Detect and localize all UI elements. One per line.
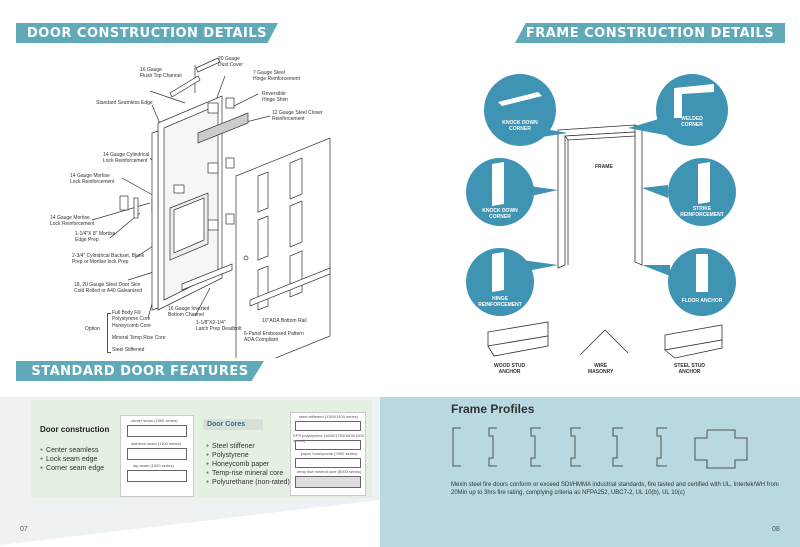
callout-polystyrene-core: Full Body Fill Polystyrene Core	[112, 310, 151, 322]
callout-option: Option	[85, 326, 100, 332]
callout-six-panel: 6-Panel Embossed Pattern ADA Compliant	[244, 331, 304, 343]
circle-knock-down-corner-2: KNOCK DOWN CORNER	[466, 158, 534, 226]
door-cores-heading-tab: Door Cores	[203, 419, 263, 430]
core-diagram	[295, 421, 361, 431]
seam-label: center seam (1500 series)	[131, 418, 178, 423]
callout-backset: 2-3/4" Cylindrical Backset, Blank Prep o…	[72, 253, 145, 265]
callout-flush-top-channel: 16 Gauge Flush Top Channel	[140, 67, 182, 79]
core-diagram	[295, 476, 361, 488]
door-cores-list: Steel stiffener Polystyrene Honeycomb pa…	[206, 442, 290, 487]
list-item: Polystyrene	[206, 451, 290, 460]
strike-reinforcement-icon	[698, 162, 710, 204]
core-card: steel stiffened (1350/1400 series) EPS p…	[290, 412, 366, 496]
core-label: paper honeycomb (2000 series)	[301, 451, 358, 456]
callout-mortise-lock-2: 14 Gauge Mortise Lock Reinforcement	[50, 215, 95, 227]
callout-cylindrical-lock: 14 Gauge Cylindrical Lock Reinforcement	[103, 152, 150, 164]
callout-mineral-core: Mineral Temp Rise Core	[112, 335, 166, 341]
list-item: Lock seam edge	[40, 455, 104, 464]
callout-ada-bottom-rail: 10"ADA Bottom Rail	[262, 318, 307, 324]
frame-profiles-title: Frame Profiles	[451, 402, 535, 416]
hinge-reinforcement-icon	[492, 252, 504, 292]
door-exploded-diagram	[91, 57, 331, 358]
callout-inverted-bottom-channel: 16 Gauge Inverted Bottom Channel	[168, 306, 210, 318]
callout-edge-prep: 1-1/4"X 8" Mortise Edge Prep	[75, 231, 116, 243]
circle-floor-anchor: FLOOR ANCHOR	[668, 248, 736, 316]
anchor-wood-stud: WOOD STUD ANCHOR	[494, 363, 526, 375]
circle-strike-reinforcement: STRIKE REINFORCEMENT	[668, 158, 736, 226]
anchor-steel-stud: STEEL STUD ANCHOR	[674, 363, 706, 375]
list-item: Corner seam edge	[40, 464, 104, 473]
option-bracket	[107, 313, 111, 353]
callout-steel-stiffened: Steel Stiffened	[112, 347, 145, 353]
callout-latch-prep-deadbolt: 1-1/8"X2-1/4" Latch Prep Deadbolt	[196, 320, 242, 332]
seam-diagram	[127, 448, 187, 460]
seam-diagram	[127, 425, 187, 437]
core-diagram	[295, 440, 361, 450]
callout-honeycomb-core: Honeycomb Core	[112, 323, 151, 329]
list-item: Temp-rise mineral core	[206, 469, 290, 478]
knock-down-corner-icon	[492, 162, 504, 206]
door-construction-banner: DOOR CONSTRUCTION DETAILS	[16, 23, 278, 43]
right-teal-band	[300, 397, 800, 547]
floor-anchor-icon	[696, 254, 708, 292]
list-item: Polyurethane (non-rated)	[206, 478, 290, 487]
core-diagram	[295, 458, 361, 468]
circle-welded-corner: WELDED CORNER	[656, 74, 728, 146]
list-item: Center seamless	[40, 446, 104, 455]
frame-profile-shapes	[452, 427, 748, 469]
callout-seamless-edge: Standard Seamless Edge	[96, 100, 153, 106]
seam-diagram	[127, 470, 187, 482]
knock-down-corner-icon	[498, 92, 542, 106]
standard-door-features-banner: STANDARD DOOR FEATURES	[16, 361, 264, 381]
frame-label: FRAME	[595, 164, 613, 170]
callout-closer-reinforcement: 12 Gauge Steel Closer Reinforcement	[272, 110, 323, 122]
frame-profiles-description: Mexin steel fire doors conform or exceed…	[451, 482, 779, 496]
circle-knock-down-corner-1: KNOCK DOWN CORNER	[484, 74, 556, 146]
seam-label: interlock seam (1100 series)	[131, 441, 181, 446]
circle-hinge-reinforcement: HINGE REINFORCEMENT	[466, 248, 534, 316]
list-item: Steel stiffener	[206, 442, 290, 451]
frame-construction-banner: FRAME CONSTRUCTION DETAILS	[515, 23, 785, 43]
page-number-left: 07	[20, 526, 28, 533]
seam-card: center seam (1500 series) interlock seam…	[120, 415, 194, 497]
welded-corner-icon	[674, 84, 714, 118]
callout-hinge-reinforcement: 7 Gauge Steel Hinge Reinforcement	[253, 70, 300, 82]
core-label: temp rise mineral core (8000 series)	[297, 469, 362, 474]
anchor-wire-masonry: WIRE MASONRY	[588, 363, 614, 375]
list-item: Honeycomb paper	[206, 460, 290, 469]
page-number-right: 08	[772, 526, 780, 533]
callout-door-skin: 18, 20 Gauge Steel Door Skin Cold Rolled…	[74, 282, 143, 294]
door-construction-list: Center seamless Lock seam edge Corner se…	[40, 446, 104, 473]
callout-hinge-shim: Reversible Hinge Shim	[262, 91, 288, 103]
core-label: steel stiffened (1350/1400 series)	[299, 414, 359, 419]
callout-mortise-lock: 14 Gauge Mortise Lock Reinforcement	[70, 173, 115, 185]
callout-dust-cover: 20 Gauge Dust Cover	[218, 56, 244, 68]
door-construction-heading: Door construction	[40, 425, 110, 434]
seam-label: lap seam (1000 series)	[133, 463, 174, 468]
